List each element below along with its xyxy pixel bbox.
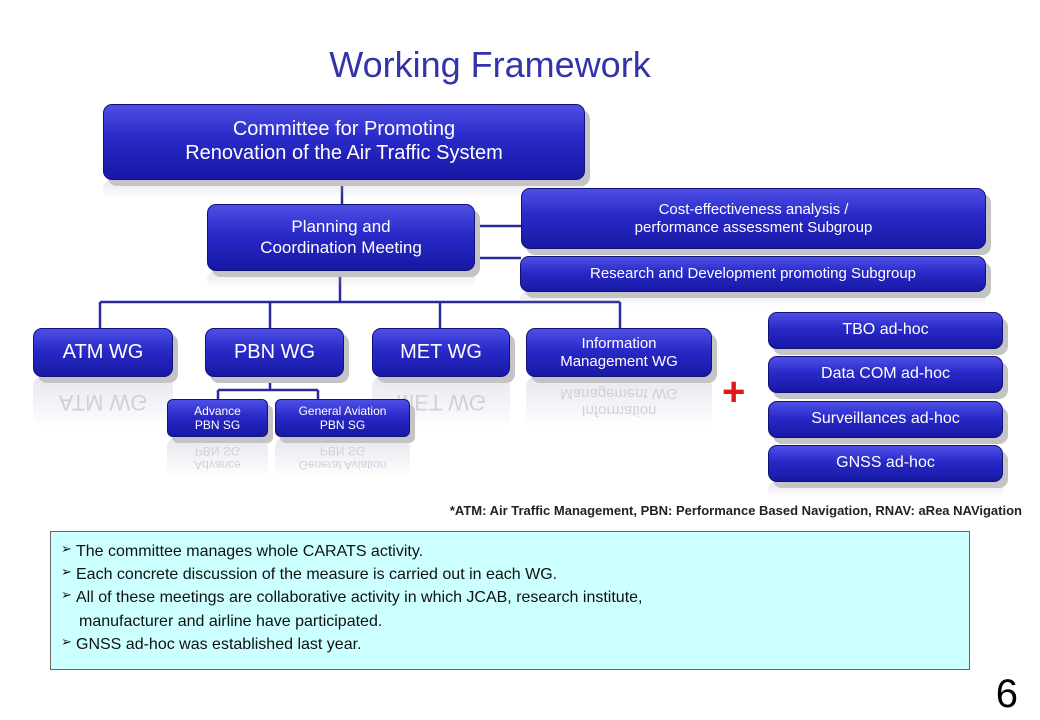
research-reflection [520,292,986,306]
pbn-wg-box: PBN WG [205,328,344,377]
tbo-adhoc-label: TBO ad-hoc [842,321,929,339]
cost-subgroup-box: Cost-effectiveness analysis / performanc… [521,188,986,249]
advance-sg-line2: PBN SG [194,418,241,432]
planning-reflection [207,271,475,289]
gnss-adhoc-label: GNSS ad-hoc [836,454,935,472]
page-title: Working Framework [329,44,651,85]
page-number: 6 [995,672,1018,716]
met-wg-box: MET WG [372,328,510,377]
atm-wg-label: ATM WG [62,340,144,363]
research-subgroup-box: Research and Development promoting Subgr… [520,256,986,292]
committee-line1: Committee for Promoting [232,118,456,141]
cost-subgroup-line2: performance assessment Subgroup [634,218,873,236]
notes-box: ➢ The committee manages whole CARATS act… [50,531,970,670]
ga-sg-line2: PBN SG [319,418,366,432]
arrow-bullet-icon: ➢ [61,564,72,580]
committee-line2: Renovation of the Air Traffic System [185,142,503,164]
note-item: ➢ All of these meetings are collaborativ… [61,587,643,630]
info-management-wg-box: Information Management WG [526,328,712,377]
planning-line1: Planning and [291,217,391,237]
arrow-bullet-icon: ➢ [61,587,72,603]
ga-sg-line1: General Aviation [298,403,387,418]
committee-reflection [103,180,585,198]
note-item: ➢ GNSS ad-hoc was established last year. [61,633,362,653]
planning-line2: Coordination Meeting [260,237,422,257]
met-wg-label: MET WG [400,340,482,363]
datacom-adhoc-box: Data COM ad-hoc [768,356,1003,393]
advance-pbn-sg-box: Advance PBN SG [167,399,268,437]
atm-wg-reflection: ATM WG [33,377,173,427]
surveillance-adhoc-label: Surveillances ad-hoc [811,410,960,428]
note-item: ➢ Each concrete discussion of the measur… [61,564,558,584]
general-aviation-pbn-sg-box: General Aviation PBN SG [275,399,410,437]
abbreviation-footnote: *ATM: Air Traffic Management, PBN: Perfo… [449,503,1022,518]
gnss-adhoc-reflection [768,482,1003,498]
cost-subgroup-line1: Cost-effectiveness analysis / [658,200,849,218]
surveillance-adhoc-box: Surveillances ad-hoc [768,401,1003,438]
tbo-adhoc-box: TBO ad-hoc [768,312,1003,349]
note-item: ➢ The committee manages whole CARATS act… [61,541,424,560]
planning-box: Planning and Coordination Meeting [207,204,475,271]
advance-sg-line1: Advance [194,403,241,418]
info-wg-line2: Management WG [560,352,678,370]
arrow-bullet-icon: ➢ [61,633,72,649]
research-subgroup-label: Research and Development promoting Subgr… [589,265,917,283]
plus-sign: + [722,370,746,414]
datacom-adhoc-label: Data COM ad-hoc [821,365,950,383]
committee-box: Committee for Promoting Renovation of th… [103,104,585,180]
gnss-adhoc-box: GNSS ad-hoc [768,445,1003,482]
arrow-bullet-icon: ➢ [61,541,72,556]
pbn-wg-label: PBN WG [233,340,316,363]
info-wg-line1: Information [581,334,657,352]
atm-wg-box: ATM WG [33,328,173,377]
